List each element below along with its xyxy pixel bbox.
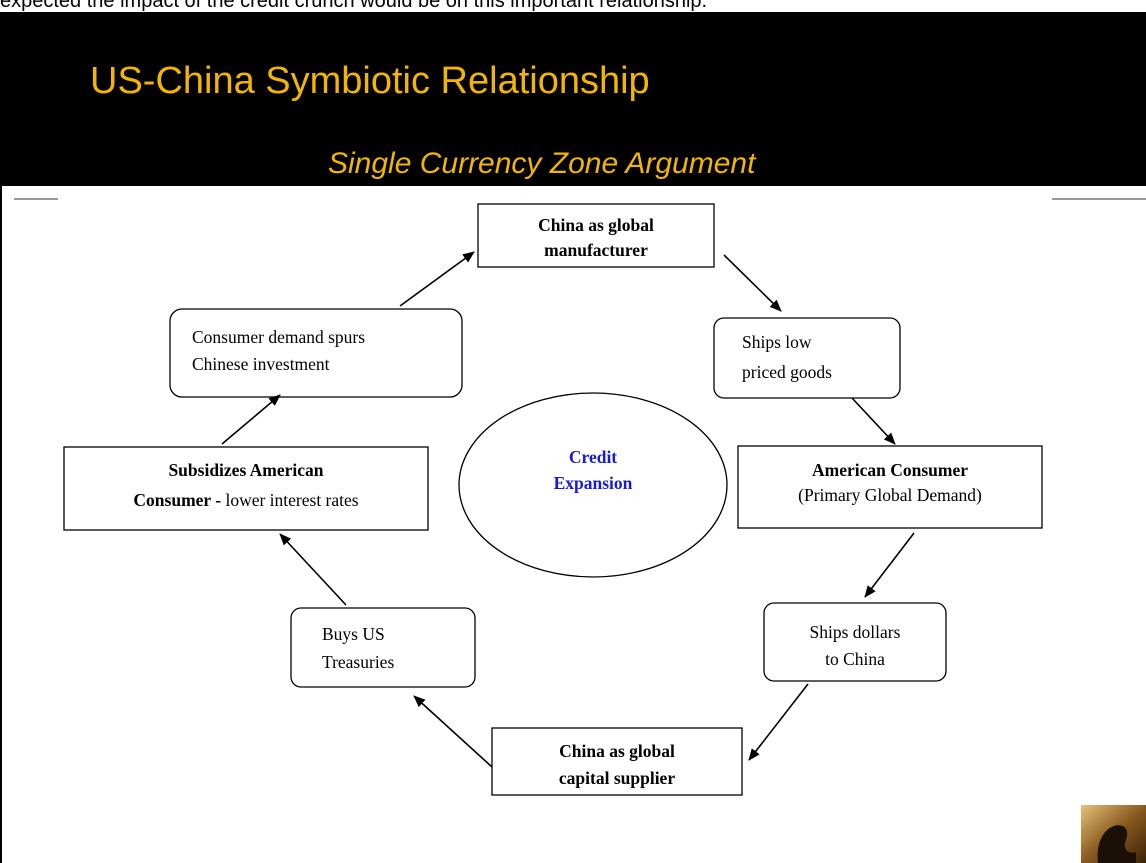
china-capital-line1: China as global [559, 741, 675, 761]
subsidizes-normal-part: lower interest rates [225, 490, 358, 510]
buys-treasuries-line2: Treasuries [322, 652, 394, 672]
ships-goods-line1: Ships low [742, 332, 812, 352]
slide-title: US-China Symbiotic Relationship [90, 60, 650, 102]
american-consumer-line2: (Primary Global Demand) [798, 485, 982, 505]
arrow-demand-to-manufacturer [399, 251, 475, 307]
ships-dollars-line1: Ships dollars [810, 622, 901, 642]
right-rule [1052, 198, 1146, 200]
ships-dollars-node: Ships dollars to China [763, 602, 947, 682]
arrow-consumer-to-ships-dollars [864, 532, 915, 598]
credit-expansion-node: Credit Expansion [458, 392, 728, 578]
arrow-ships-dollars-to-capital [748, 683, 809, 761]
arrow-capital-to-treasuries [413, 695, 493, 768]
top-caption: expected the impact of the credit crunch… [0, 0, 708, 12]
china-capital-node: China as global capital supplier [491, 727, 743, 796]
title-band [0, 12, 1146, 186]
arrow-treasuries-to-subsidizes [279, 533, 347, 606]
subsidizes-line1: Subsidizes American [168, 460, 323, 480]
buys-treasuries-node: Buys US Treasuries [290, 607, 476, 688]
frame-left-border [0, 186, 2, 863]
ships-dollars-line2: to China [825, 649, 885, 669]
subsidizes-bold-part: Consumer - [133, 490, 225, 510]
black-swan-logo [1081, 805, 1146, 863]
slide-subtitle: Single Currency Zone Argument [328, 147, 756, 180]
ships-goods-node: Ships low priced goods [713, 317, 901, 399]
arrow-ships-goods-to-consumer [851, 397, 896, 445]
subsidizes-line2: Consumer - lower interest rates [133, 490, 358, 510]
buys-treasuries-line1: Buys US [322, 624, 385, 644]
china-manufacturer-line1: China as global [538, 215, 654, 235]
american-consumer-node: American Consumer (Primary Global Demand… [737, 445, 1043, 529]
consumer-demand-node: Consumer demand spurs Chinese investment [169, 308, 463, 398]
center-line2: Expansion [554, 473, 633, 493]
china-capital-line2: capital supplier [559, 768, 675, 788]
arrow-manufacturer-to-ships-goods [723, 254, 782, 312]
center-line1: Credit [569, 447, 617, 467]
ships-goods-line2: priced goods [742, 362, 832, 382]
american-consumer-line1: American Consumer [812, 460, 968, 480]
arrow-subsidizes-to-demand [221, 394, 281, 445]
china-manufacturer-line2: manufacturer [544, 240, 648, 260]
consumer-demand-line2: Chinese investment [192, 354, 330, 374]
subsidizes-node: Subsidizes American Consumer - lower int… [63, 446, 429, 531]
left-rule [14, 198, 58, 200]
consumer-demand-line1: Consumer demand spurs [192, 327, 365, 347]
china-manufacturer-node: China as global manufacturer [477, 203, 715, 268]
